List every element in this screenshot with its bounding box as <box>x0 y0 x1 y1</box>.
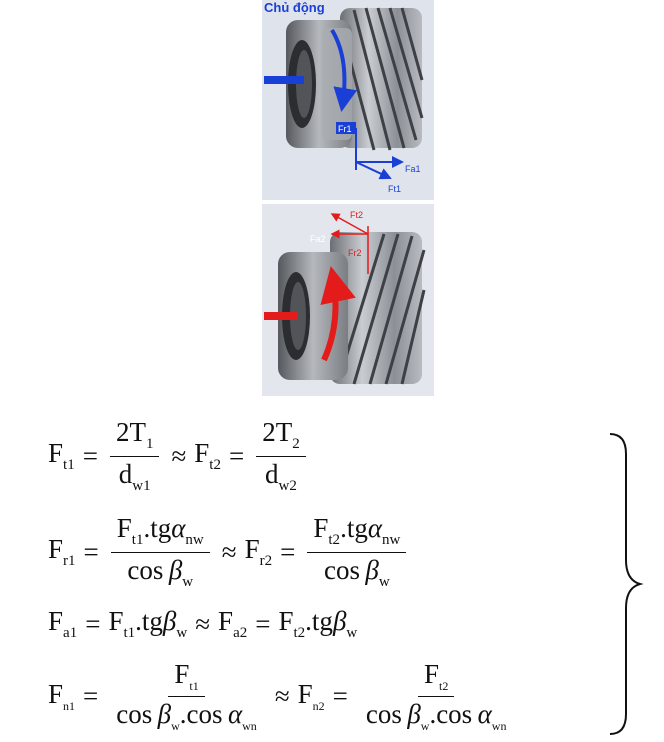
fr2-label: Fr2 <box>348 248 362 258</box>
formula-normal-force: Fn1 = Ft1 cos βw.cos αwn ≈ Fn2 = Ft2 cos… <box>48 660 516 732</box>
fraction-ft2-normal: Ft2 cos βw.cos αwn <box>365 659 507 733</box>
equals-sign: = <box>82 440 98 471</box>
ft1-tg-beta: Ft1.tgβw <box>108 606 188 641</box>
top-rotation-arrow <box>330 28 358 112</box>
top-gear <box>286 7 424 151</box>
fn1-symbol: Fn1 <box>48 678 76 713</box>
ft2-tg-beta: Ft2.tgβw <box>278 606 358 641</box>
approx-sign: ≈ <box>171 440 187 471</box>
equals-sign: = <box>228 440 245 471</box>
gear-illustration: Chủ động Fr1 Fa1 Ft1 Ft2 Fa2 Fr2 <box>262 0 434 396</box>
fraction-2t1-over-dw1: 2T1 dw1 <box>109 418 160 495</box>
ft2-label: Ft2 <box>350 210 363 220</box>
fraction-ft2-radial: Ft2.tgαnw cos βw <box>307 514 407 591</box>
equals-sign: = <box>83 680 99 711</box>
right-curly-brace <box>609 433 644 735</box>
helical-gear-figure: Chủ động Fr1 Fa1 Ft1 Ft2 Fa2 Fr2 <box>262 0 434 396</box>
fr1-symbol: Fr1 <box>48 534 76 570</box>
fraction-ft1-radial: Ft1.tgαnw cos βw <box>110 514 210 591</box>
equals-sign: = <box>85 608 101 639</box>
fraction-ft1-normal: Ft1 cos βw.cos αwn <box>116 659 257 733</box>
approx-sign: ≈ <box>195 608 211 639</box>
fr1-label: Fr1 <box>338 124 352 134</box>
formula-tangential-force: Ft1 = 2T1 dw1 ≈ Ft2 = 2T2 dw2 <box>48 418 310 495</box>
fn2-symbol: Fn2 <box>297 678 325 713</box>
bottom-rotation-arrow <box>320 266 356 362</box>
top-shaft-arrow <box>264 76 304 84</box>
ft2-vector <box>330 213 369 235</box>
top-label: Chủ động <box>264 0 325 15</box>
ft2-symbol: Ft2 <box>194 438 221 474</box>
equals-sign: = <box>280 536 296 567</box>
fr2-symbol: Fr2 <box>244 534 273 570</box>
fa1-symbol: Fa1 <box>48 606 78 641</box>
fa2-symbol: Fa2 <box>218 606 248 641</box>
ft1-symbol: Ft1 <box>48 438 75 474</box>
fa1-label: Fa1 <box>405 164 421 174</box>
ft1-vector <box>355 161 392 180</box>
formula-axial-force: Fa1 = Ft1.tgβw ≈ Fa2 = Ft2.tgβw <box>48 606 357 642</box>
equals-sign: = <box>83 536 99 567</box>
fr1-label-box <box>336 122 356 134</box>
fa2-label: Fa2 <box>310 234 326 244</box>
equals-sign: = <box>255 608 271 639</box>
formula-radial-force: Fr1 = Ft1.tgαnw cos βw ≈ Fr2 = Ft2.tgαnw… <box>48 514 410 591</box>
equals-sign: = <box>332 680 348 711</box>
bottom-shaft-arrow <box>264 312 298 320</box>
approx-sign: ≈ <box>274 680 290 711</box>
approx-sign: ≈ <box>221 536 237 567</box>
fraction-2t2-over-dw2: 2T2 dw2 <box>256 418 306 495</box>
ft1-label: Ft1 <box>388 184 401 194</box>
